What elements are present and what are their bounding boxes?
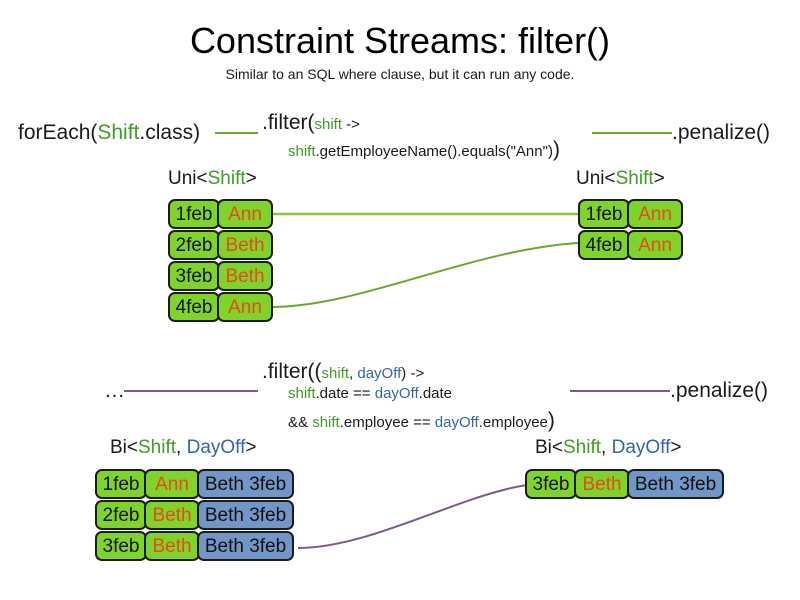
cell-date: 1feb (168, 199, 220, 229)
cell-date: 3feb (168, 261, 220, 291)
cell-name: Ann (627, 199, 683, 229)
uni-left-stack: 1feb Ann 2feb Beth 3feb Beth 4feb Ann (168, 199, 273, 323)
bi-filter-l2-dayoff: dayOff (374, 385, 419, 402)
uni-right-label-prefix: Uni< (576, 168, 616, 189)
table-row[interactable]: 1feb Ann (168, 199, 273, 229)
bi-filter-l3-dayoff: dayOff (434, 414, 479, 431)
table-row[interactable]: 3feb Beth (168, 261, 273, 291)
wire-uni-row4 (270, 242, 579, 308)
uni-left-label-type: Shift (207, 168, 246, 189)
cell-name: Beth (217, 230, 273, 260)
uni-filter-arrow: -> (342, 116, 360, 133)
bi-right-label-prefix: Bi< (535, 437, 563, 458)
bi-filter-head: .filter(( (262, 360, 322, 383)
bi-left-label-prefix: Bi< (110, 437, 138, 458)
cell-name: Ann (217, 292, 273, 322)
uni-filter-head: .filter( (262, 111, 315, 134)
foreach-prefix: forEach( (18, 121, 98, 144)
cell-name: Beth (144, 500, 200, 530)
cell-date: 4feb (168, 292, 220, 322)
bi-left-stack: 1feb Ann Beth 3feb 2feb Beth Beth 3feb 3… (95, 469, 294, 562)
uni-left-label-suffix: > (245, 168, 257, 189)
bi-left-label-suffix: > (245, 437, 257, 458)
uni-filter-line1: .filter(shift -> (262, 111, 360, 135)
bi-left-label-type-shift: Shift (138, 437, 177, 458)
uni-right-stack: 1feb Ann 4feb Ann (578, 199, 683, 261)
cell-date: 2feb (95, 500, 147, 530)
bi-right-label-comma: , (601, 437, 612, 458)
table-row[interactable]: 2feb Beth (168, 230, 273, 260)
uni-left-label-prefix: Uni< (168, 168, 208, 189)
bi-source-ellipsis: … (104, 379, 125, 402)
uni-filter-param: shift (314, 116, 343, 133)
bi-filter-close-paren: ) (547, 409, 555, 432)
uni-filter-close-paren: ) (552, 138, 560, 161)
bi-right-stack-label: Bi<Shift, DayOff> (535, 437, 681, 459)
bi-filter-line3: && shift.employee == dayOff.employee) (288, 409, 555, 433)
bi-right-label-type-shift: Shift (563, 437, 602, 458)
bi-right-label-type-dayoff: DayOff (611, 437, 671, 458)
cell-name: Ann (217, 199, 273, 229)
uni-left-stack-label: Uni<Shift> (168, 168, 257, 190)
cell-name: Beth (217, 261, 273, 291)
table-row[interactable]: 1feb Ann (578, 199, 683, 229)
bi-filter-param-dayoff: dayOff (357, 365, 402, 382)
foreach-type: Shift (97, 121, 140, 144)
page-subtitle: Similar to an SQL where clause, but it c… (225, 66, 575, 82)
bi-filter-l2-mid: .date == (315, 385, 375, 402)
bi-left-label-comma: , (176, 437, 187, 458)
table-row[interactable]: 3feb Beth Beth 3feb (525, 469, 724, 499)
cell-date: 1feb (578, 199, 630, 229)
bi-left-stack-label: Bi<Shift, DayOff> (110, 437, 256, 459)
bi-filter-param-shift: shift (321, 365, 350, 382)
bi-filter-l3-mid: .employee == (339, 414, 435, 431)
table-row[interactable]: 2feb Beth Beth 3feb (95, 500, 294, 530)
bi-filter-param-comma: , (349, 365, 358, 382)
bi-filter-l3-shift: shift (312, 414, 340, 431)
foreach-suffix: .class) (139, 121, 201, 144)
bi-filter-arrow: ) -> (401, 365, 425, 382)
uni-penalize-call: .penalize() (672, 121, 771, 144)
bi-penalize-call: .penalize() (670, 379, 769, 402)
wire-bi-row3 (297, 484, 528, 549)
uni-filter-body: .getEmployeeName().equals("Ann") (315, 143, 553, 160)
table-row[interactable]: 4feb Ann (168, 292, 273, 322)
cell-dayoff: Beth 3feb (197, 469, 294, 499)
bi-filter-l2-end: .date (418, 385, 453, 402)
cell-name: Beth (144, 531, 200, 561)
cell-date: 2feb (168, 230, 220, 260)
bi-right-stack: 3feb Beth Beth 3feb (525, 469, 724, 500)
page-title: Constraint Streams: filter() (189, 20, 611, 61)
uni-right-label-type: Shift (615, 168, 654, 189)
cell-date: 3feb (95, 531, 147, 561)
cell-name: Ann (144, 469, 200, 499)
uni-filter-var: shift (288, 143, 316, 160)
uni-filter-line2: shift.getEmployeeName().equals("Ann")) (288, 138, 560, 162)
table-row[interactable]: 4feb Ann (578, 230, 683, 260)
uni-right-stack-label: Uni<Shift> (576, 168, 665, 190)
bi-right-label-suffix: > (670, 437, 682, 458)
cell-dayoff: Beth 3feb (197, 531, 294, 561)
cell-dayoff: Beth 3feb (627, 469, 724, 499)
uni-right-label-suffix: > (653, 168, 665, 189)
cell-name: Beth (574, 469, 630, 499)
cell-dayoff: Beth 3feb (197, 500, 294, 530)
cell-date: 3feb (525, 469, 577, 499)
cell-date: 4feb (578, 230, 630, 260)
bi-filter-line1: .filter((shift, dayOff) -> (262, 360, 424, 384)
bi-filter-l3-and: && (288, 414, 313, 431)
bi-filter-l3-end: .employee (478, 414, 548, 431)
table-row[interactable]: 3feb Beth Beth 3feb (95, 531, 294, 561)
cell-date: 1feb (95, 469, 147, 499)
foreach-call: forEach(Shift.class) (18, 121, 200, 145)
bi-left-label-type-dayoff: DayOff (186, 437, 246, 458)
cell-name: Ann (627, 230, 683, 260)
table-row[interactable]: 1feb Ann Beth 3feb (95, 469, 294, 499)
bi-filter-line2: shift.date == dayOff.date (288, 385, 452, 402)
bi-filter-l2-shift: shift (288, 385, 316, 402)
